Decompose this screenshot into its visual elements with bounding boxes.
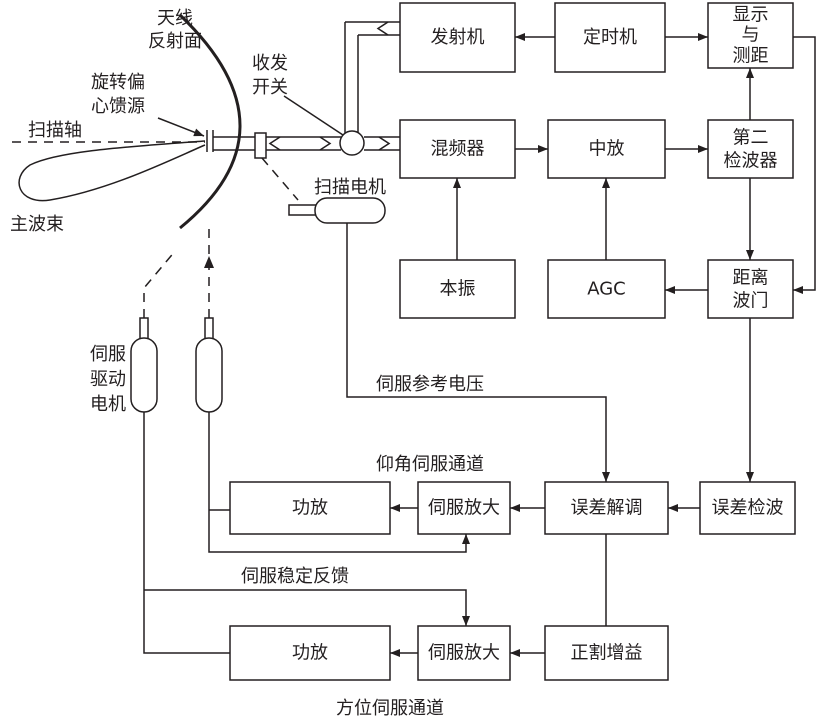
feed-label-line1: 旋转偏	[91, 72, 145, 93]
duplexer-leader-line	[283, 95, 344, 136]
transmitter-label: 发射机	[431, 27, 485, 48]
arrow-az-motor-stabilization-feedback	[144, 589, 470, 626]
elevation-power-amp-block: 功放	[229, 481, 391, 535]
agc-block: AGC	[547, 259, 666, 319]
elevation-servo-amp-block: 伺服放大	[417, 481, 511, 535]
error-detector-block: 误差检波	[699, 481, 796, 535]
feed-leader-arrow	[157, 117, 205, 137]
elevation-power-amp-label: 功放	[292, 498, 328, 519]
error-demodulator-label: 误差解调	[571, 498, 643, 519]
display-label-line3: 测距	[733, 46, 769, 67]
main-beam-label: 主波束	[10, 214, 64, 235]
if-amp-block: 中放	[547, 119, 666, 179]
local-oscillator-block: 本振	[399, 259, 516, 319]
error-detector-label: 误差检波	[712, 498, 784, 519]
rotating-feed	[206, 130, 214, 152]
second-detector-block: 第二 检波器	[707, 119, 794, 179]
elevation-servo-amp-label: 伺服放大	[428, 498, 500, 519]
azimuth-power-amp-label: 功放	[292, 643, 328, 664]
mixer-block: 混频器	[399, 119, 516, 179]
azimuth-servo-amp-block: 伺服放大	[417, 625, 511, 681]
second-detector-label-line1: 第二	[733, 128, 769, 149]
waveguide-feed-duplexer	[213, 136, 341, 151]
waveguide-duplexer-mixer	[364, 136, 400, 151]
range-gate-label-line2: 波门	[733, 291, 769, 312]
servo-motor-label-line3: 电机	[90, 394, 126, 415]
display-ranging-block: 显示 与 测距	[707, 2, 794, 69]
if-amp-label: 中放	[589, 139, 625, 160]
servo-motor-label-line2: 驱动	[90, 369, 126, 390]
servo-motor-label-line1: 伺服	[90, 344, 126, 365]
feed-label-line2: 心馈源	[91, 96, 145, 117]
secant-gain-label: 正割增益	[571, 643, 643, 664]
elevation-motor-shaft	[204, 317, 214, 340]
display-label-line2: 与	[742, 25, 760, 46]
antenna-label-line1: 天线	[157, 8, 193, 29]
main-beam	[18, 140, 206, 202]
azimuth-servo-amp-label: 伺服放大	[428, 643, 500, 664]
duplexer-label-line1: 收发	[252, 53, 288, 74]
scan-motor-label: 扫描电机	[314, 177, 386, 198]
elevation-servo-motor	[195, 337, 223, 413]
scan-motor	[314, 197, 386, 224]
antenna-label-line2: 反射面	[148, 31, 202, 52]
line-az-power-amp-to-motor	[143, 412, 230, 654]
servo-reference-voltage-label: 伺服参考电压	[376, 374, 484, 395]
elevation-channel-label: 仰角伺服通道	[376, 454, 484, 475]
timer-block: 定时机	[554, 2, 666, 73]
azimuth-servo-motor	[130, 337, 158, 413]
azimuth-power-amp-block: 功放	[229, 625, 391, 681]
arrow-scan-reference-to-demod	[346, 223, 610, 482]
agc-label: AGC	[587, 279, 626, 300]
range-gate-block: 距离 波门	[707, 259, 794, 319]
azimuth-drive-link	[143, 249, 177, 318]
range-gate-label-line1: 距离	[733, 268, 769, 289]
display-label-line1: 显示	[733, 5, 769, 26]
secant-gain-block: 正割增益	[544, 625, 669, 681]
scan-motor-shaft	[288, 204, 317, 216]
error-demodulator-block: 误差解调	[544, 481, 669, 535]
duplexer-circulator	[339, 130, 365, 156]
arrow-display-to-range-gate	[793, 36, 816, 294]
second-detector-label-line2: 检波器	[724, 151, 778, 172]
scan-drive-link	[261, 157, 299, 201]
arrow-elev-motor-feedback	[208, 412, 470, 553]
waveguide-duplexer-transmitter	[344, 21, 400, 133]
rotary-joint	[254, 132, 267, 159]
local-oscillator-label: 本振	[440, 279, 476, 300]
azimuth-motor-shaft	[139, 317, 149, 340]
transmitter-block: 发射机	[399, 2, 516, 73]
elevation-drive-arrow	[204, 256, 214, 268]
servo-feedback-label: 伺服稳定反馈	[241, 566, 349, 587]
scan-axis-label: 扫描轴	[28, 120, 82, 141]
antenna-reflector	[178, 13, 242, 230]
timer-label: 定时机	[583, 27, 637, 48]
duplexer-label-line2: 开关	[252, 77, 288, 98]
mixer-label: 混频器	[431, 139, 485, 160]
azimuth-channel-label: 方位伺服通道	[336, 698, 444, 719]
